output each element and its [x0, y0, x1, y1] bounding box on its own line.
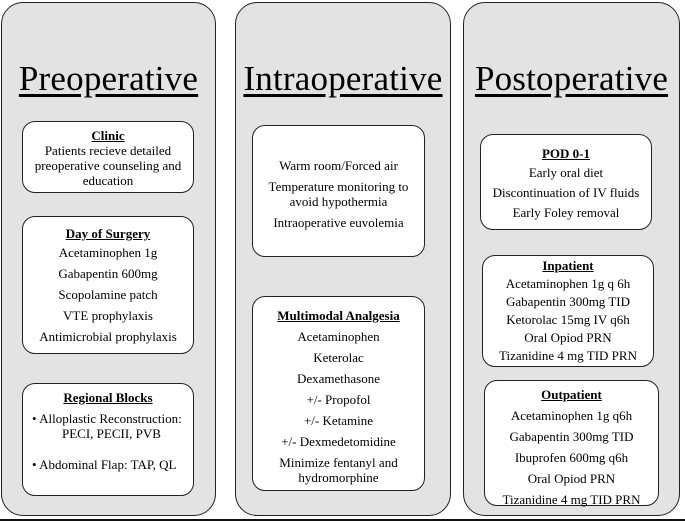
regional-blocks-title: Regional Blocks — [63, 390, 153, 405]
list-item: Gabapentin 300mg TID — [506, 294, 630, 309]
postoperative-title: Postoperative — [474, 59, 669, 98]
list-item: Ketorolac 15mg IV q6h — [506, 312, 630, 327]
regional-blocks-box: Regional Blocks • Alloplastic Reconstruc… — [22, 383, 194, 496]
pod-box: POD 0-1 Early oral diet Discontinuation … — [480, 134, 652, 230]
inpatient-box: Inpatient Acetaminophen 1g q 6h Gabapent… — [482, 255, 654, 367]
multimodal-analgesia-title: Multimodal Analgesia — [277, 308, 400, 323]
clinic-line: preoperative counseling and — [34, 158, 182, 173]
outpatient-title: Outpatient — [541, 387, 602, 402]
list-item: Discontinuation of IV fluids — [492, 185, 640, 200]
day-of-surgery-box: Day of Surgery Acetaminophen 1g Gabapent… — [22, 216, 194, 354]
list-item: • Alloplastic Reconstruction: PECI, PECI… — [32, 411, 182, 441]
clinic-title: Clinic — [91, 128, 125, 143]
list-item: Early oral diet — [528, 165, 604, 180]
list-item: Acetaminophen — [297, 329, 380, 344]
intraoperative-column: Intraoperative Warm room/Forced air Temp… — [235, 2, 451, 516]
pod-title: POD 0-1 — [541, 146, 591, 161]
list-item: Scopolamine patch — [58, 287, 158, 302]
list-item: Tizanidine 4 mg TID PRN — [499, 348, 637, 363]
preoperative-title: Preoperative — [18, 59, 199, 98]
list-item: VTE prophylaxis — [63, 308, 153, 323]
warming-box: Warm room/Forced air Temperature monitor… — [252, 125, 425, 257]
day-of-surgery-title: Day of Surgery — [65, 226, 151, 241]
list-item: Acetaminophen 1g — [58, 245, 158, 260]
multimodal-analgesia-box: Multimodal Analgesia Acetaminophen Keter… — [252, 296, 425, 491]
list-item: Intraoperative euvolemia — [273, 215, 404, 230]
list-item: Warm room/Forced air — [279, 158, 398, 173]
list-item: Keterolac — [313, 350, 364, 365]
list-item: Acetaminophen 1g q6h — [510, 408, 633, 423]
preoperative-column: Preoperative Clinic Patients recieve det… — [1, 2, 216, 516]
clinic-box: Clinic Patients recieve detailed preoper… — [22, 121, 194, 193]
list-item: +/- Propofol — [306, 392, 371, 407]
intraoperative-title: Intraoperative — [243, 59, 443, 98]
list-item: Dexamethasone — [296, 371, 381, 386]
list-item: Tizanidine 4 mg TID PRN — [502, 492, 641, 507]
list-item: Gabapentin 600mg — [58, 266, 158, 281]
list-item: +/- Dexmedetomidine — [281, 434, 396, 449]
clinic-line: Patients recieve detailed — [44, 143, 172, 158]
list-item: Ibuprofen 600mg q6h — [514, 450, 629, 465]
postoperative-column: Postoperative POD 0-1 Early oral diet Di… — [463, 2, 680, 516]
inpatient-title: Inpatient — [542, 258, 594, 273]
list-item: Antimicrobial prophylaxis — [39, 329, 177, 344]
list-item: • Abdominal Flap: TAP, QL — [32, 457, 177, 472]
list-item: Minimize fentanyl and hydromorphine — [279, 455, 398, 485]
list-item: Gabapentin 300mg TID — [509, 429, 634, 444]
bottom-divider — [0, 519, 685, 521]
outpatient-box: Outpatient Acetaminophen 1g q6h Gabapent… — [484, 380, 659, 507]
list-item: Early Foley removal — [512, 205, 620, 220]
list-item: +/- Ketamine — [303, 413, 374, 428]
list-item: Oral Opiod PRN — [524, 330, 612, 345]
list-item: Acetaminophen 1g q 6h — [505, 276, 631, 291]
list-item: Oral Opiod PRN — [527, 471, 616, 486]
list-item: Temperature monitoring to avoid hypother… — [268, 179, 409, 209]
clinic-line: education — [82, 173, 134, 188]
